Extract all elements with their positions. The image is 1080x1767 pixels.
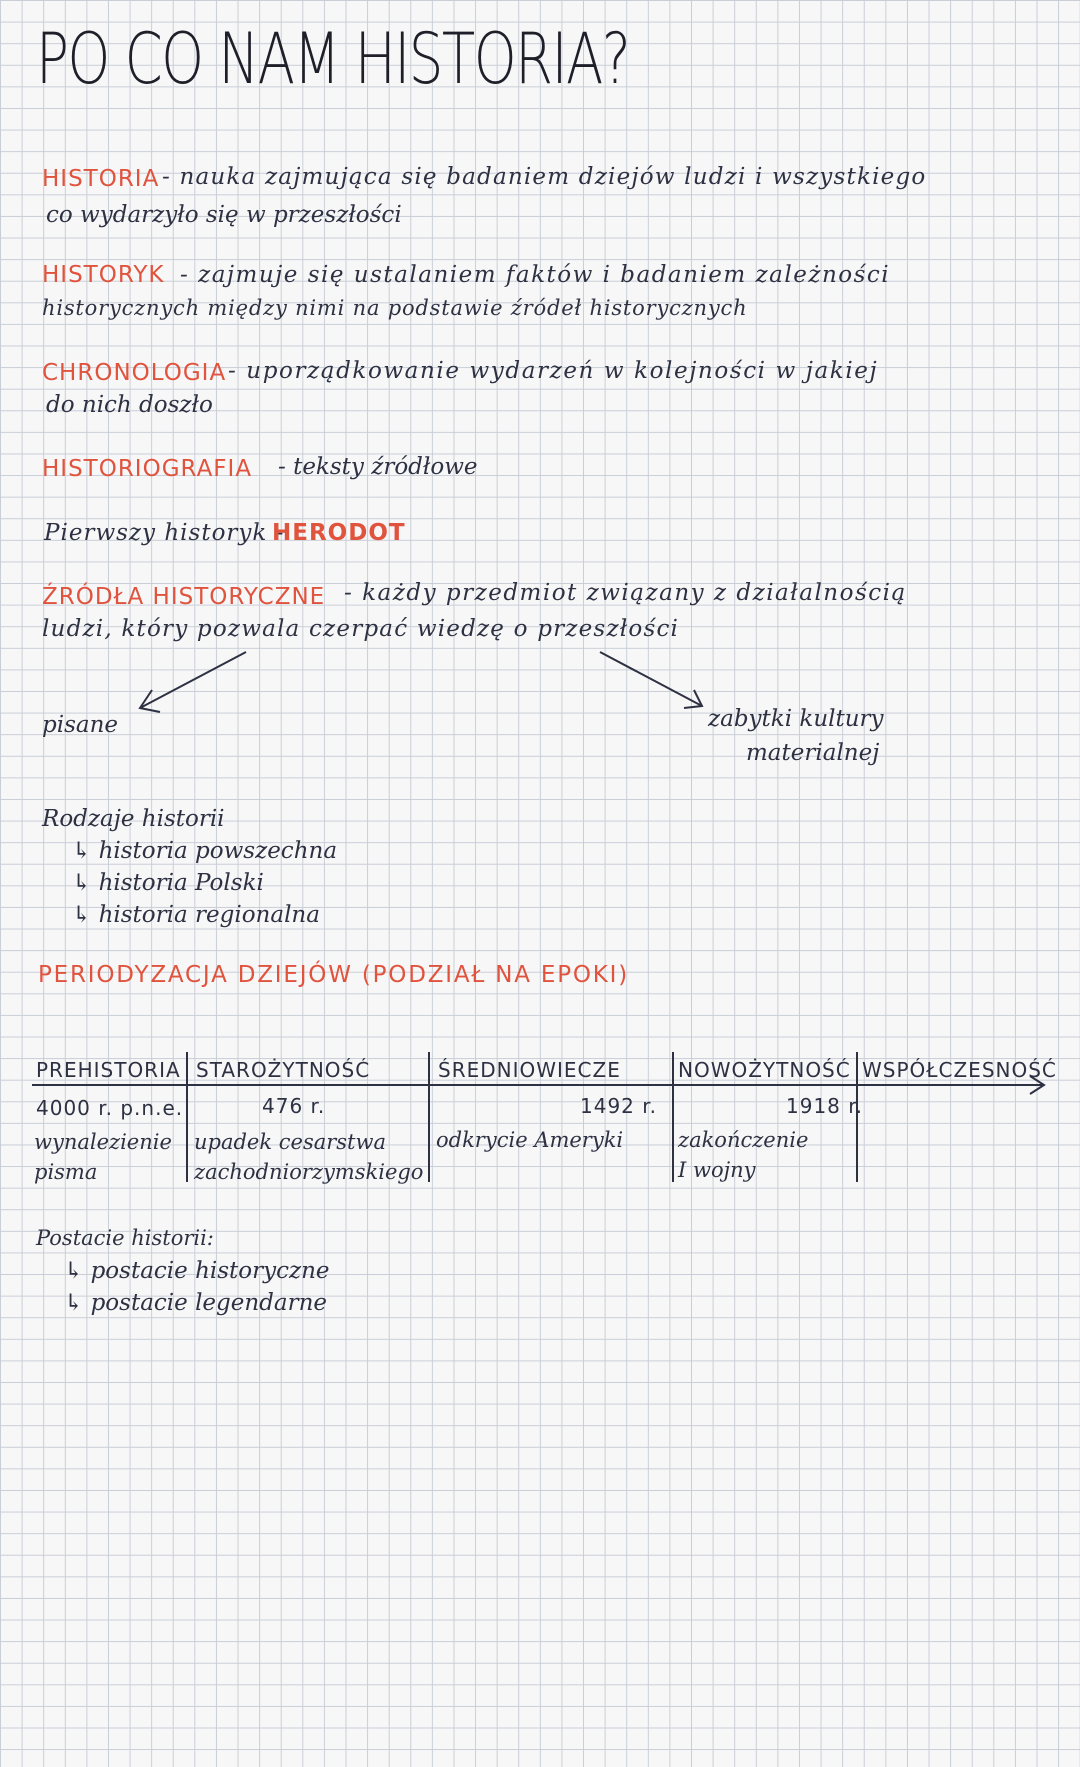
timeline-date: 476 r. [262, 1094, 326, 1118]
definition-historiografia: - teksty źródłowe [278, 454, 478, 480]
era-label: ŚREDNIOWIECZE [438, 1058, 621, 1082]
branch-written: pisane [42, 712, 119, 738]
definition-historia-line2: co wydarzyło się w przeszłości [46, 202, 402, 228]
definition-historyk-line1: - zajmuje się ustalaniem faktów i badani… [180, 262, 891, 288]
timeline-event: odkrycie Ameryki [436, 1128, 624, 1152]
types-item: ↳ historia Polski [72, 870, 264, 896]
figures-item: ↳ postacie historyczne [64, 1258, 330, 1284]
arrow-right-icon [599, 651, 704, 709]
timeline-axis [32, 1084, 1042, 1086]
page-title: PO CO NAM HISTORIA? [36, 18, 631, 100]
timeline-event: upadek cesarstwa [194, 1130, 386, 1154]
timeline-divider [186, 1052, 188, 1182]
timeline-event: pisma [34, 1160, 98, 1184]
timeline-divider [672, 1052, 674, 1182]
timeline-date: 1492 r. [580, 1094, 657, 1118]
era-label: WSPÓŁCZESNOŚĆ [862, 1058, 1057, 1082]
arrow-right-icon [1029, 1075, 1046, 1095]
timeline-date: 4000 r. p.n.e. [36, 1096, 184, 1120]
era-label: STAROŻYTNOŚĆ [196, 1058, 371, 1082]
timeline-date: 1918 r. [786, 1094, 863, 1118]
term-chronologia: CHRONOLOGIA [42, 360, 227, 386]
definition-historyk-line2: historycznych między nimi na podstawie ź… [42, 296, 748, 320]
era-label: PREHISTORIA [36, 1058, 181, 1082]
first-historian-label: Pierwszy historyk - [44, 520, 285, 546]
term-historiografia: HISTORIOGRAFIA [42, 456, 253, 482]
timeline-divider [856, 1052, 858, 1182]
era-label: NOWOŻYTNOŚĆ [678, 1058, 851, 1082]
timeline-event: wynalezienie [34, 1130, 172, 1154]
term-historyk: HISTORYK [42, 262, 165, 288]
term-zrodla: ŹRÓDŁA HISTORYCZNE [42, 584, 326, 610]
branch-material-line2: materialnej [746, 740, 880, 766]
types-item: ↳ historia regionalna [72, 902, 320, 928]
term-historia: HISTORIA [42, 166, 160, 192]
types-heading: Rodzaje historii [42, 806, 225, 832]
figures-heading: Postacie historii: [36, 1226, 214, 1250]
timeline-event: zakończenie [678, 1128, 809, 1152]
timeline-divider [428, 1052, 430, 1182]
timeline-event: zachodniorzymskiego [194, 1160, 424, 1184]
arrow-left-icon [138, 651, 247, 713]
branch-material-line1: zabytki kultury [708, 706, 884, 732]
types-item: ↳ historia powszechna [72, 838, 338, 864]
definition-chronologia-line2: do nich doszło [46, 392, 213, 418]
periodization-heading: PERIODYZACJA DZIEJÓW (PODZIAŁ NA EPOKI) [38, 962, 630, 988]
definition-chronologia-line1: - uporządkowanie wydarzeń w kolejności w… [228, 358, 879, 384]
definition-historia-line1: - nauka zajmująca się badaniem dziejów l… [162, 164, 927, 190]
definition-zrodla-line2: ludzi, który pozwala czerpać wiedzę o pr… [42, 616, 680, 642]
first-historian-name: HERODOT [272, 520, 406, 546]
definition-zrodla-line1: - każdy przedmiot związany z działalnośc… [344, 580, 907, 606]
figures-item: ↳ postacie legendarne [64, 1290, 328, 1316]
timeline-event: I wojny [678, 1158, 756, 1182]
